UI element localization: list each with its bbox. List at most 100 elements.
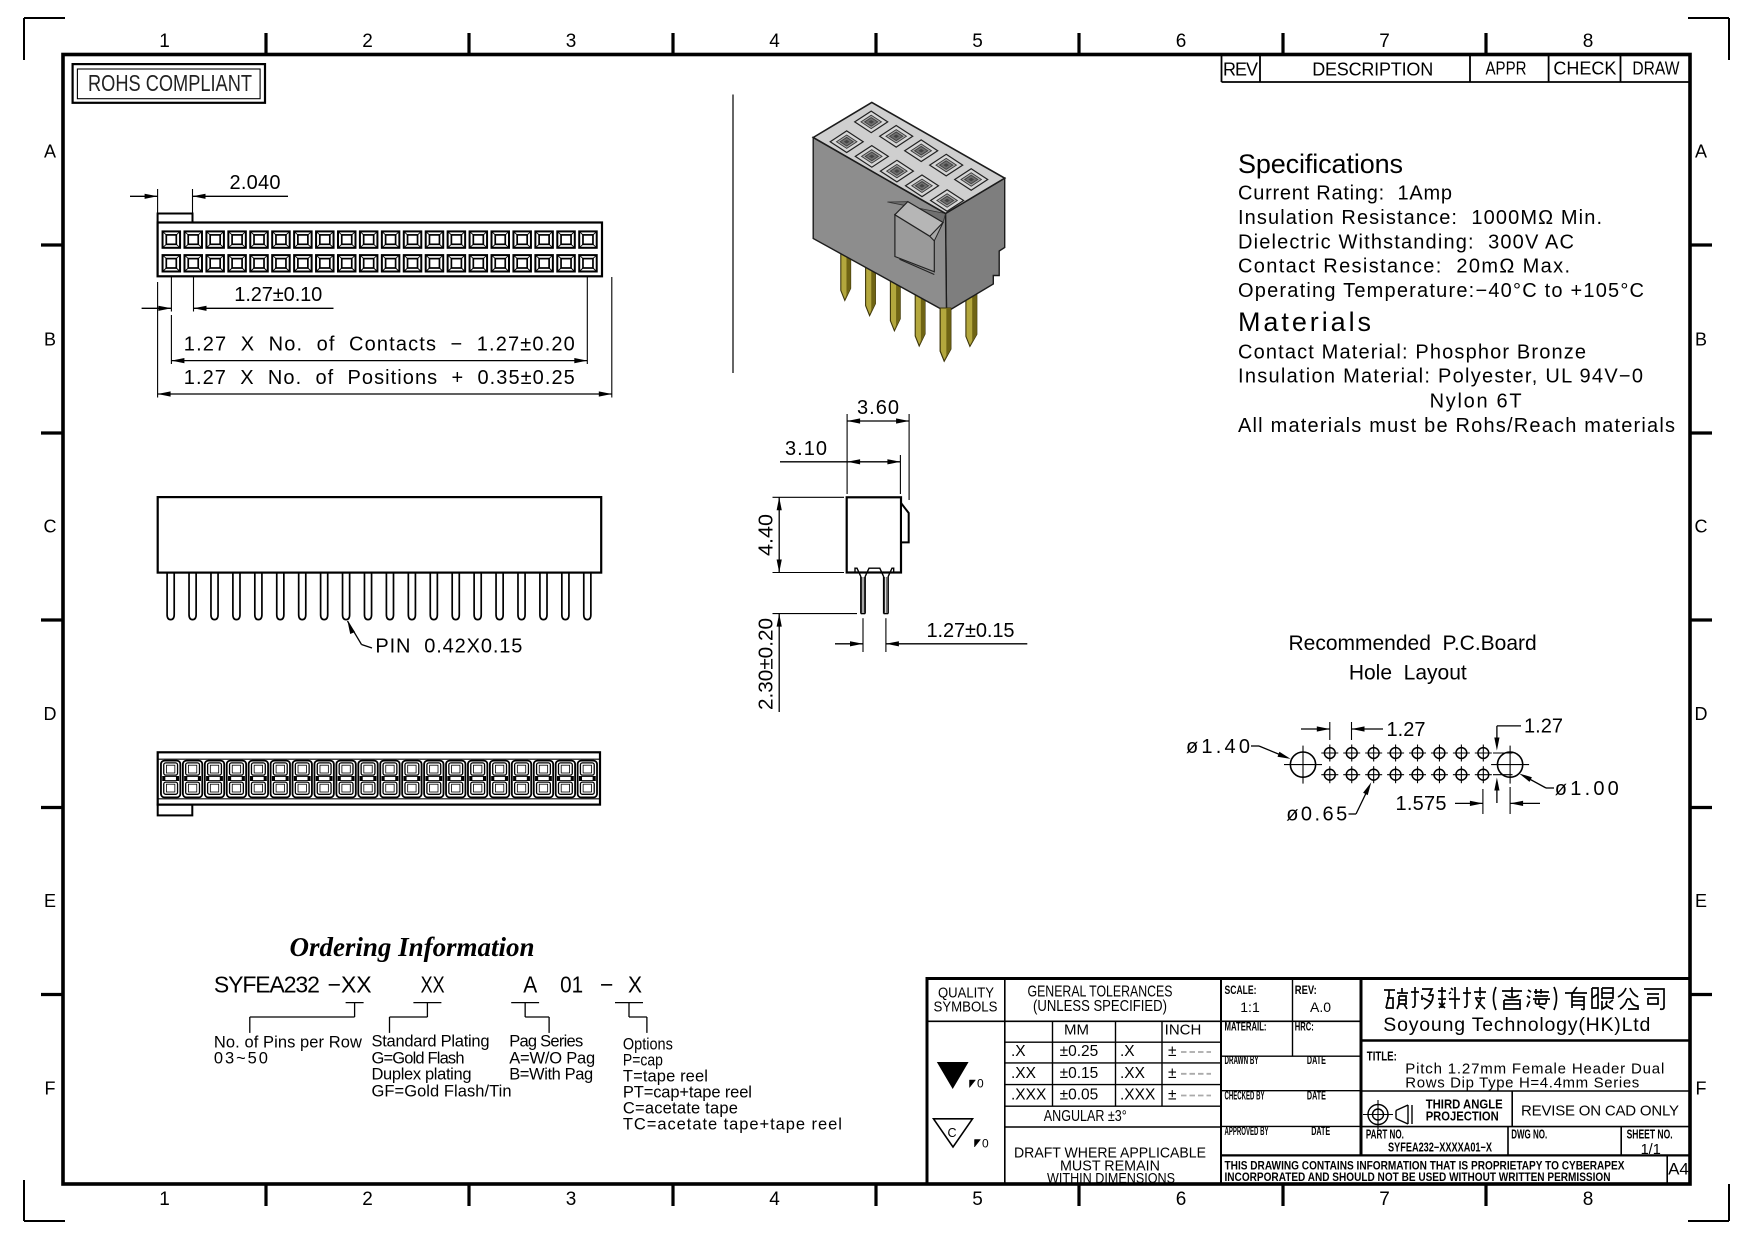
- svg-text:1.27±0.10: 1.27±0.10: [234, 284, 322, 306]
- svg-text:Recommended P.C.Board: Recommended P.C.Board: [1288, 632, 1536, 655]
- svg-text:Dielectric Withstanding: 300V: Dielectric Withstanding: 300V AC: [1238, 232, 1574, 254]
- svg-text:Pag Series: Pag Series: [509, 1033, 583, 1051]
- svg-text:D: D: [1695, 704, 1708, 724]
- svg-text:2: 2: [362, 31, 373, 52]
- svg-text:XX: XX: [421, 972, 445, 998]
- svg-text:MUST REMAIN: MUST REMAIN: [1060, 1159, 1160, 1175]
- svg-text:1/1: 1/1: [1641, 1142, 1661, 1158]
- svg-text:Current Rating: 1Amp: Current Rating: 1Amp: [1238, 183, 1452, 205]
- svg-text:ø1.40: ø1.40: [1186, 736, 1250, 758]
- svg-text:A: A: [44, 142, 56, 162]
- svg-text:Ordering Information: Ordering Information: [290, 932, 535, 962]
- svg-text:A: A: [523, 972, 538, 998]
- svg-text:Hole Layout: Hole Layout: [1349, 662, 1467, 685]
- svg-text:−XX: −XX: [328, 972, 372, 998]
- svg-text:Contact Resistance: 20mΩ Max.: Contact Resistance: 20mΩ Max.: [1238, 256, 1570, 278]
- svg-text:Specifications: Specifications: [1238, 149, 1403, 179]
- svg-text:A=W/O Pag: A=W/O Pag: [509, 1050, 595, 1068]
- svg-text:3: 3: [566, 31, 577, 52]
- svg-text:1.27: 1.27: [1387, 719, 1426, 741]
- svg-text:5: 5: [972, 1189, 983, 1210]
- svg-text:1: 1: [159, 31, 170, 52]
- svg-text:TC=acetate tape+tape reel: TC=acetate tape+tape reel: [623, 1116, 842, 1134]
- svg-text:DWG NO.: DWG NO.: [1511, 1128, 1547, 1142]
- svg-text:1: 1: [159, 1189, 170, 1210]
- svg-text:DRAWN BY: DRAWN BY: [1225, 1053, 1259, 1067]
- svg-text:DATE: DATE: [1307, 1053, 1326, 1067]
- svg-text:8: 8: [1583, 31, 1594, 52]
- svg-text:03~50: 03~50: [214, 1050, 268, 1068]
- svg-text:G=Gold Flash: G=Gold Flash: [372, 1050, 465, 1068]
- svg-text:SYMBOLS: SYMBOLS: [934, 999, 998, 1016]
- svg-text:A: A: [1695, 142, 1707, 162]
- svg-text:DRAW: DRAW: [1632, 59, 1679, 79]
- svg-text:CHECKED BY: CHECKED BY: [1225, 1089, 1265, 1103]
- svg-text:C=acetate tape: C=acetate tape: [623, 1100, 738, 1118]
- svg-text:C: C: [1695, 517, 1708, 537]
- svg-text:MATERAIL:: MATERAIL:: [1225, 1022, 1267, 1034]
- svg-text:Rows Dip Type H=4.4mm Series: Rows Dip Type H=4.4mm Series: [1405, 1075, 1639, 1092]
- svg-text:Insulation Material: Polyester: Insulation Material: Polyester, UL 94V−0: [1238, 366, 1643, 388]
- svg-text:MM: MM: [1064, 1022, 1089, 1039]
- svg-text:CHECK: CHECK: [1553, 59, 1616, 79]
- svg-text:SCALE:: SCALE:: [1225, 985, 1257, 997]
- svg-text:Contact Material: Phosphor Bro: Contact Material: Phosphor Bronze: [1238, 342, 1586, 364]
- svg-text:SYFEA232: SYFEA232: [214, 972, 320, 998]
- svg-text:±0.05: ±0.05: [1060, 1087, 1099, 1104]
- svg-text:PIN 0.42X0.15: PIN 0.42X0.15: [375, 636, 522, 658]
- svg-text:DATE: DATE: [1311, 1124, 1330, 1138]
- svg-text:REVISE ON CAD ONLY: REVISE ON CAD ONLY: [1521, 1103, 1679, 1120]
- svg-text:C: C: [947, 1126, 956, 1140]
- svg-text:ROHS COMPLIANT: ROHS COMPLIANT: [88, 70, 252, 96]
- svg-text:01: 01: [560, 972, 583, 998]
- svg-text:THIRD ANGLE: THIRD ANGLE: [1426, 1098, 1503, 1112]
- svg-text:DATE: DATE: [1307, 1089, 1326, 1103]
- svg-text:D: D: [44, 704, 57, 724]
- svg-text:1:1: 1:1: [1240, 999, 1260, 1015]
- svg-text:All materials must be Rohs/Rea: All materials must be Rohs/Reach materia…: [1238, 415, 1675, 437]
- svg-text:7: 7: [1379, 1189, 1390, 1210]
- svg-text:3.60: 3.60: [857, 397, 899, 419]
- svg-text:THIS DRAWING CONTAINS INFORMAT: THIS DRAWING CONTAINS INFORMATION THAT I…: [1225, 1159, 1626, 1173]
- svg-text:.XXX: .XXX: [1120, 1087, 1156, 1104]
- svg-text:ø0.65: ø0.65: [1286, 804, 1347, 826]
- svg-text:.XX: .XX: [1120, 1065, 1146, 1082]
- svg-text:HRC:: HRC:: [1295, 1022, 1314, 1034]
- svg-text:Duplex plating: Duplex plating: [372, 1066, 472, 1084]
- svg-text:3: 3: [566, 1189, 577, 1210]
- svg-text:PART NO.: PART NO.: [1366, 1128, 1404, 1142]
- svg-text:4: 4: [769, 31, 780, 52]
- svg-text:±0.25: ±0.25: [1060, 1043, 1099, 1060]
- svg-text:INCH: INCH: [1165, 1022, 1202, 1039]
- svg-text:Nylon 6T: Nylon 6T: [1430, 391, 1522, 413]
- svg-text:B=With Pag: B=With Pag: [509, 1066, 593, 1084]
- svg-text:Insulation Resistance: 1000MΩ: Insulation Resistance: 1000MΩ Min.: [1238, 207, 1602, 229]
- svg-text:Options: Options: [623, 1036, 673, 1054]
- svg-text:±: ±: [1168, 1087, 1177, 1104]
- svg-text:.X: .X: [1011, 1043, 1026, 1060]
- svg-text:.X: .X: [1120, 1043, 1135, 1060]
- svg-text:7: 7: [1379, 31, 1390, 52]
- svg-text:6: 6: [1176, 1189, 1187, 1210]
- svg-text:REV:: REV:: [1295, 985, 1317, 997]
- svg-text:1.27 X No. of Contacts −: 1.27 X No. of Contacts − 1.27±0.20: [184, 334, 575, 356]
- svg-text:2.30±0.20: 2.30±0.20: [756, 618, 778, 710]
- svg-text:E: E: [44, 891, 56, 911]
- svg-text:Pitch 1.27mm Female Header Dua: Pitch 1.27mm Female Header Dual: [1405, 1061, 1664, 1078]
- svg-text:WITHIN DIMENSIONS: WITHIN DIMENSIONS: [1047, 1171, 1175, 1187]
- svg-text:−: −: [600, 972, 613, 998]
- svg-text:Standard Plating: Standard Plating: [372, 1033, 490, 1051]
- svg-text:Operating Temperature:−40°C to: Operating Temperature:−40°C to +105°C: [1238, 280, 1644, 302]
- svg-text:SHEET NO.: SHEET NO.: [1627, 1128, 1673, 1142]
- svg-text:INCORPORATED AND SHOULD NOT BE: INCORPORATED AND SHOULD NOT BE USED WITH…: [1225, 1170, 1611, 1184]
- svg-text:B: B: [44, 330, 56, 350]
- svg-text:APPR: APPR: [1486, 59, 1527, 79]
- svg-text:QUALITY: QUALITY: [938, 985, 994, 1002]
- svg-text:GF=Gold Flash/Tin: GF=Gold Flash/Tin: [372, 1083, 512, 1101]
- svg-text:3.10: 3.10: [785, 438, 827, 460]
- svg-text:1.27±0.15: 1.27±0.15: [927, 620, 1015, 642]
- svg-text:(UNLESS SPECIFIED): (UNLESS SPECIFIED): [1033, 998, 1167, 1015]
- svg-text:GENERAL TOLERANCES: GENERAL TOLERANCES: [1028, 984, 1173, 1001]
- svg-text:6: 6: [1176, 31, 1187, 52]
- svg-text:.XXX: .XXX: [1011, 1087, 1047, 1104]
